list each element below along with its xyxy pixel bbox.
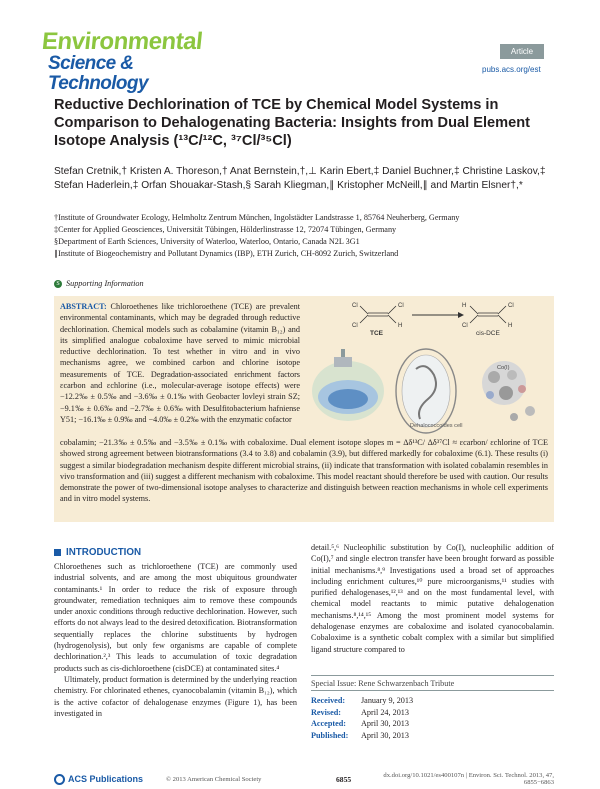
intro-paragraph-right: detail.⁵,⁶ Nucleophilic substitution by … [311,543,554,654]
toc-graphic: Cl Cl Cl H TCE Cl H Cl H cis-DCE [312,303,535,434]
supporting-info-link[interactable]: S Supporting Information [54,279,144,288]
divider-bottom [311,690,554,691]
article-badge: Article [500,44,544,59]
doi-citation[interactable]: dx.doi.org/10.1021/es400107n | Environ. … [383,772,554,786]
date-label: Published: [311,730,349,740]
affiliation-2: ‡Center for Applied Geosciences, Univers… [54,225,397,234]
date-value: April 24, 2013 [361,707,409,717]
abstract-part1: Chloroethenes like trichloroethene (TCE)… [60,302,300,424]
special-issue-note: Special Issue: Rene Schwarzenbach Tribut… [311,679,455,688]
tce-molecule [359,305,397,324]
intro-right-column: detail.⁵,⁶ Nucleophilic substitution by … [311,542,554,655]
acs-publications-logo[interactable]: ACS Publications [54,773,166,785]
cell-label: Dehalococcoides cell [410,423,463,429]
svg-text:Cl: Cl [508,303,514,309]
abstract-text-top: ABSTRACT: Chloroethenes like trichloroet… [60,301,300,425]
svg-text:Cl: Cl [352,303,358,309]
affiliation-4: ∥Institute of Biogeochemistry and Pollut… [54,249,399,258]
publisher-label: ACS Publications [68,774,144,784]
affiliation-3: §Department of Earth Sciences, Universit… [54,237,360,246]
intro-heading: INTRODUCTION [54,547,141,558]
abstract-label: ABSTRACT: [60,302,107,311]
affiliation-1: †Institute of Groundwater Ecology, Helmh… [54,213,460,222]
journal-url[interactable]: pubs.acs.org/est [482,65,541,74]
abstract-text-bottom: cobalamin; −21.3‰ ± 0.5‰ and −3.5‰ ± 0.1… [60,438,548,504]
date-value: April 30, 2013 [361,730,409,740]
intro-paragraph-2: Ultimately, product formation is determi… [54,674,297,718]
logo-line2: Science & Technology [48,53,149,94]
author-list: Stefan Cretnik,† Kristen A. Thoreson,† A… [54,166,546,191]
abstract-box: ABSTRACT: Chloroethenes like trichloroet… [54,296,554,522]
date-label: Received: [311,696,346,705]
journal-logo: Environmental Science & Technology [40,28,212,94]
logo-line1: Environmental [40,28,204,55]
svg-text:H: H [508,323,512,329]
page-number: 6855 [336,774,352,784]
product-label: cis-DCE [476,330,500,337]
landscape-illustration [312,349,384,421]
article-dates: Received: January 9, 2013 Revised: April 2… [311,695,413,741]
svg-text:H: H [398,323,402,329]
svg-text:H: H [462,303,466,309]
divider-top [311,675,554,676]
date-published: Published: April 30, 2013 [311,730,413,742]
intro-heading-label: INTRODUCTION [66,547,142,558]
date-value: April 30, 2013 [361,719,409,729]
intro-left-column: Chloroethenes such as trichloroethene (T… [54,561,297,719]
date-label: Accepted: [311,719,347,729]
section-marker-icon [54,549,61,556]
product-molecule [469,305,507,324]
page-footer: ACS Publications © 2013 American Chemica… [54,772,554,786]
supporting-info-icon: S [54,279,62,288]
svg-text:Cl: Cl [462,323,468,329]
article-title: Reductive Dechlorination of TCE by Chemi… [54,97,530,149]
date-accepted: Accepted: April 30, 2013 [311,718,413,730]
svg-text:Cl: Cl [352,323,358,329]
intro-paragraph-1: Chloroethenes such as trichloroethene (T… [54,562,297,673]
copyright: © 2013 American Chemical Society [166,775,262,783]
supporting-info-label: Supporting Information [66,279,144,288]
date-received: Received: January 9, 2013 [311,695,413,707]
acs-logo-icon [54,773,65,785]
tce-label: TCE [370,330,384,337]
date-label: Revised: [311,707,342,717]
cofactor-label: Co(I) [497,365,510,371]
date-value: January 9, 2013 [361,696,414,705]
cofactor-structure [482,361,535,421]
svg-text:Cl: Cl [398,303,404,309]
affiliations: †Institute of Groundwater Ecology, Helmh… [54,212,554,260]
date-revised: Revised: April 24, 2013 [311,707,413,719]
bacterial-cell [395,348,457,434]
